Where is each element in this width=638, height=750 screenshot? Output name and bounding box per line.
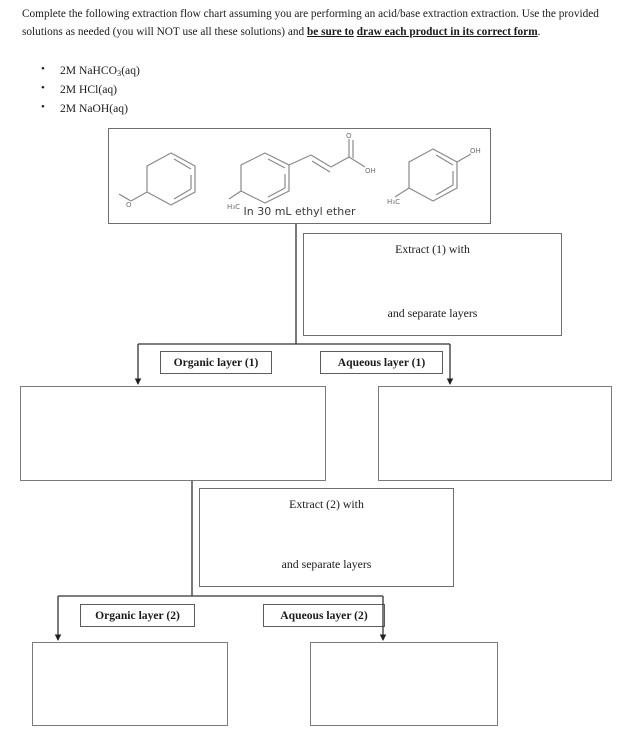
prompt-emphasis-1: be sure to	[307, 25, 354, 38]
ether-caption: In 30 mL ethyl ether	[243, 205, 356, 218]
svg-text:OH: OH	[470, 147, 481, 155]
solution-name: 2M NaOH(aq)	[60, 101, 128, 115]
prompt-emphasis-2: draw each product in its correct form	[356, 25, 538, 38]
list-item: 2M NaOH(aq)	[41, 99, 360, 119]
solution-name: 2M HCl(aq)	[60, 82, 117, 96]
answer-box-organic-2[interactable]	[32, 642, 228, 726]
list-item: 2M NaHCO3(aq)	[41, 61, 360, 81]
extract-2-title: Extract (2) with	[289, 497, 364, 511]
list-item: 2M HCl(aq)	[41, 80, 360, 100]
prompt-period: .	[537, 25, 541, 38]
extract-1-subtitle: and separate layers	[387, 306, 478, 320]
extract-1-title: Extract (1) with	[395, 242, 470, 256]
svg-text:H₃C: H₃C	[387, 198, 400, 206]
prompt-line-1: Complete the following extraction flow c…	[22, 8, 469, 20]
prompt-line-2: extraction. Use the provided solutions a…	[22, 8, 599, 38]
solutions-list: 2M NaHCO3(aq) 2M HCl(aq) 2M NaOH(aq)	[22, 61, 360, 119]
answer-box-aqueous-2[interactable]	[310, 642, 498, 726]
prompt-text: Complete the following extraction flow c…	[22, 6, 618, 41]
answer-box-aqueous-1[interactable]	[378, 386, 612, 481]
extract-1-box[interactable]: Extract (1) with and separate layers	[303, 233, 562, 336]
molecule-4-methylphenol: H₃C OH	[387, 137, 487, 211]
answer-box-organic-1[interactable]	[20, 386, 326, 481]
extract-2-subtitle: and separate layers	[281, 557, 372, 571]
solution-name: 2M NaHCO	[60, 64, 118, 77]
solution-state: (aq)	[121, 64, 140, 77]
extract-2-box[interactable]: Extract (2) with and separate layers	[199, 488, 454, 587]
molecule-4-methylcinnamic-acid: H₃C O OH	[227, 131, 377, 213]
starting-mixture-box: O H₃C O OH	[108, 128, 491, 224]
organic-layer-2-label: Organic layer (2)	[80, 604, 195, 627]
svg-text:O: O	[126, 201, 132, 209]
aqueous-layer-2-label: Aqueous layer (2)	[263, 604, 385, 627]
svg-text:OH: OH	[365, 167, 376, 175]
aqueous-layer-1-label: Aqueous layer (1)	[320, 351, 443, 374]
svg-text:O: O	[346, 132, 352, 140]
solution-subscript: 3	[117, 68, 122, 78]
organic-layer-1-label: Organic layer (1)	[160, 351, 272, 374]
svg-text:H₃C: H₃C	[227, 203, 240, 211]
molecule-anisole: O	[117, 139, 227, 211]
